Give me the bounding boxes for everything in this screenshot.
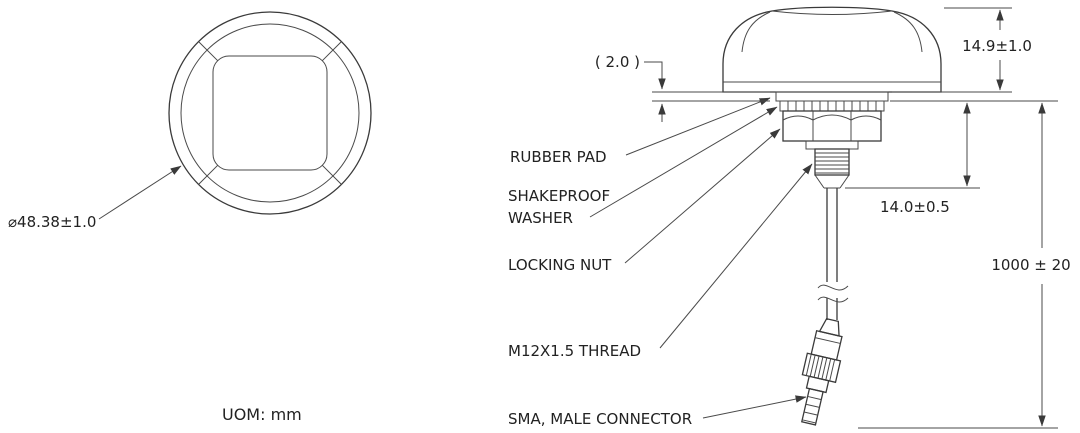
- cable-break-symbol: [817, 284, 849, 303]
- diameter-dimension: ⌀48.38±1.0: [8, 213, 96, 231]
- thread-label: M12X1.5 THREAD: [508, 342, 641, 360]
- thread-leader: [659, 163, 813, 349]
- pad-thickness-arrow-top: [644, 61, 666, 90]
- rubber-pad-label: RUBBER PAD: [510, 148, 607, 166]
- uom-note: UOM: mm: [222, 405, 302, 424]
- facet-corner-lines: [198, 41, 342, 185]
- top-view: ⌀48.38±1.0 UOM: mm: [8, 11, 372, 424]
- cable-length-dimension: 1000 ± 20: [991, 256, 1070, 274]
- shakeproof-washer-label-line2: WASHER: [508, 209, 573, 227]
- thread-length-dimension: 14.0±0.5: [880, 198, 950, 216]
- sma-connector-leader: [702, 395, 807, 419]
- side-view: RUBBER PAD SHAKEPROOF WASHER LOCKING NUT…: [508, 6, 1071, 429]
- cable: [817, 188, 849, 320]
- ext-lines-pad-left: [652, 91, 770, 102]
- sma-connector-shape: [801, 317, 843, 426]
- dome-height-dimension: 14.9±1.0: [962, 37, 1032, 55]
- antenna-outer-circle: [168, 11, 372, 215]
- sma-connector-label: SMA, MALE CONNECTOR: [508, 410, 692, 428]
- shakeproof-washer-label-line1: SHAKEPROOF: [508, 187, 610, 205]
- pad-thickness-dimension: ( 2.0 ): [595, 53, 640, 71]
- locking-nut-shape: [782, 110, 882, 150]
- antenna-inner-circle: [180, 23, 360, 203]
- diameter-leader-line: [98, 165, 182, 220]
- rubber-pad-leader: [625, 97, 771, 156]
- rubber-pad-shape: [775, 91, 889, 102]
- locking-nut-label: LOCKING NUT: [508, 256, 612, 274]
- thread-shape: [814, 148, 850, 189]
- dimensions: ( 2.0 ) 14.9±1.0 14.0±0.5 1000 ± 20: [595, 7, 1071, 429]
- shakeproof-washer-leader: [589, 106, 778, 218]
- antenna-dome-shape: [722, 6, 942, 93]
- callouts: RUBBER PAD SHAKEPROOF WASHER LOCKING NUT…: [508, 97, 813, 428]
- locking-nut-leader: [624, 128, 781, 264]
- shakeproof-washer-shape: [779, 100, 885, 112]
- antenna-top-facet: [212, 55, 328, 171]
